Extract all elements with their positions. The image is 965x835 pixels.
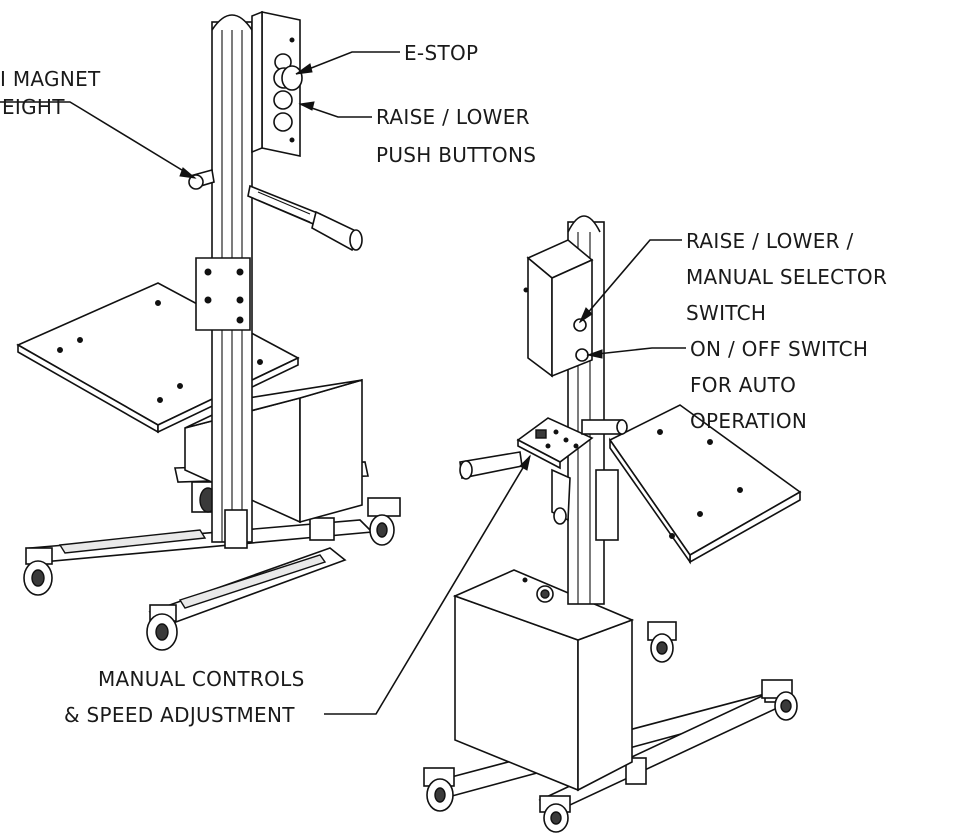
left-cart-wheels [23, 481, 401, 651]
caster-wheel [423, 767, 455, 812]
arrowhead-icon [578, 307, 593, 324]
selector-label-line1: RAISE / LOWER / [686, 229, 854, 253]
left-lift-cart [16, 10, 401, 651]
arrowhead-icon [586, 349, 603, 359]
caster-wheel [539, 795, 571, 833]
right-cart-wheels [423, 621, 798, 833]
right-cart-enclosure [452, 569, 635, 792]
right-cart-manual-panel [459, 417, 628, 525]
raise-lower-label-line2: PUSH BUTTONS [376, 143, 536, 167]
onoff-label-line2: FOR AUTO [690, 373, 796, 397]
callout-labels: I MAGNET EIGHT E-STOP RAISE / LOWER PUSH… [0, 41, 887, 727]
magnet-label-line1: I MAGNET [0, 67, 101, 91]
arrowhead-icon [295, 63, 313, 75]
selector-leader [579, 239, 682, 323]
manual-label-line1: MANUAL CONTROLS [98, 667, 305, 691]
onoff-leader [587, 347, 686, 356]
right-lift-cart [423, 215, 802, 833]
onoff-label-line1: ON / OFF SWITCH [690, 337, 868, 361]
arrowhead-icon [179, 167, 197, 179]
leader-lines [0, 51, 686, 715]
estop-label: E-STOP [404, 41, 478, 65]
caster-wheel [761, 679, 798, 721]
caster-wheel [23, 547, 53, 596]
magnet-label-line2: EIGHT [2, 95, 65, 119]
manual-label-line2: & SPEED ADJUSTMENT [64, 703, 295, 727]
selector-label-line3: SWITCH [686, 301, 766, 325]
left-cart-mast [195, 14, 253, 549]
caster-wheel [647, 621, 677, 663]
left-cart-handle [188, 168, 363, 252]
onoff-label-line3: OPERATION [690, 409, 807, 433]
right-cart-control-box [523, 239, 594, 378]
caster-wheel [367, 497, 401, 546]
selector-label-line2: MANUAL SELECTOR [686, 265, 887, 289]
left-cart-control-box [251, 10, 303, 157]
manual-leader [324, 455, 531, 715]
magnet-leader [0, 101, 196, 179]
estop-leader [295, 51, 400, 75]
right-cart-platform [608, 404, 802, 565]
raise-lower-label-line1: RAISE / LOWER [376, 105, 530, 129]
arrowhead-icon [298, 101, 315, 111]
arrowhead-icon [519, 454, 531, 471]
caster-wheel [146, 604, 178, 651]
